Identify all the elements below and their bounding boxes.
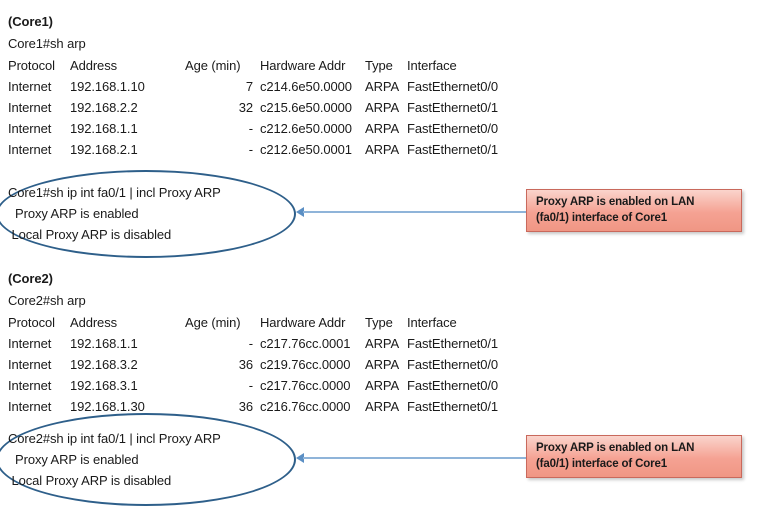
callout-line-2: (fa0/1) interface of Core1: [536, 457, 667, 470]
cell-interface: FastEthernet0/1: [407, 142, 498, 157]
cell-hardware-addr: c214.6e50.0000: [260, 79, 352, 94]
table-header-row: Protocol Address Age (min) Hardware Addr…: [8, 312, 498, 333]
cell-address: 192.168.1.30: [70, 399, 145, 414]
column-header-address: Address: [70, 315, 117, 330]
table-row: Internet 192.168.1.30 36 c216.76cc.0000 …: [8, 396, 498, 417]
cell-type: ARPA: [365, 378, 400, 393]
arrow-head-icon: [296, 207, 304, 217]
cell-address: 192.168.2.2: [70, 100, 138, 115]
cell-hardware-addr: c212.6e50.0000: [260, 121, 352, 136]
callout-arrow-core1: [296, 206, 526, 218]
column-header-interface: Interface: [407, 58, 457, 73]
callout-line-2: (fa0/1) interface of Core1: [536, 211, 667, 224]
cell-interface: FastEthernet0/1: [407, 100, 498, 115]
column-header-age: Age (min): [185, 315, 241, 330]
cell-interface: FastEthernet0/1: [407, 399, 498, 414]
cli-command-core1-proxy-arp: Core1#sh ip int fa0/1 | incl Proxy ARP: [8, 185, 221, 200]
callout-line-1: Proxy ARP is enabled on LAN: [536, 442, 695, 454]
table-row: Internet 192.168.1.1 - c217.76cc.0001 AR…: [8, 333, 498, 354]
column-header-protocol: Protocol: [8, 58, 55, 73]
cli-command-core2-proxy-arp: Core2#sh ip int fa0/1 | incl Proxy ARP: [8, 431, 221, 446]
cell-age: -: [248, 121, 253, 136]
cell-hardware-addr: c212.6e50.0001: [260, 142, 352, 157]
table-row: Internet 192.168.3.1 - c217.76cc.0000 AR…: [8, 375, 498, 396]
cli-output-core1-local-proxy-arp-disabled: Local Proxy ARP is disabled: [8, 227, 172, 242]
cell-protocol: Internet: [8, 399, 52, 414]
column-header-hardware-addr: Hardware Addr: [260, 315, 346, 330]
cell-address: 192.168.3.1: [70, 378, 138, 393]
callout-box-core2: Proxy ARP is enabled on LAN (fa0/1) inte…: [526, 435, 742, 478]
table-header-row: Protocol Address Age (min) Hardware Addr…: [8, 55, 498, 76]
cell-type: ARPA: [365, 121, 400, 136]
cell-hardware-addr: c217.76cc.0000: [260, 378, 351, 393]
cell-age: -: [248, 336, 253, 351]
cell-type: ARPA: [365, 142, 400, 157]
cell-hardware-addr: c217.76cc.0001: [260, 336, 351, 351]
cli-output-core2-proxy-arp-enabled: Proxy ARP is enabled: [8, 452, 139, 467]
cell-age: 36: [238, 399, 253, 414]
cell-interface: FastEthernet0/1: [407, 336, 498, 351]
cell-address: 192.168.1.1: [70, 336, 138, 351]
cell-type: ARPA: [365, 399, 400, 414]
cell-protocol: Internet: [8, 336, 52, 351]
table-row: Internet 192.168.1.10 7 c214.6e50.0000 A…: [8, 76, 498, 97]
arp-table-core2: Protocol Address Age (min) Hardware Addr…: [8, 312, 498, 417]
arrow-shaft: [303, 211, 526, 213]
callout-line-1: Proxy ARP is enabled on LAN: [536, 196, 695, 208]
column-header-hardware-addr: Hardware Addr: [260, 58, 346, 73]
cell-type: ARPA: [365, 357, 400, 372]
arrow-head-icon: [296, 453, 304, 463]
callout-box-core1: Proxy ARP is enabled on LAN (fa0/1) inte…: [526, 189, 742, 232]
cell-type: ARPA: [365, 336, 400, 351]
callout-arrow-core2: [296, 452, 526, 464]
section-title-core1: (Core1): [8, 14, 53, 29]
table-row: Internet 192.168.2.2 32 c215.6e50.0000 A…: [8, 97, 498, 118]
cell-protocol: Internet: [8, 79, 52, 94]
column-header-interface: Interface: [407, 315, 457, 330]
cell-age: -: [248, 378, 253, 393]
cli-output-core2-local-proxy-arp-disabled: Local Proxy ARP is disabled: [8, 473, 172, 488]
column-header-type: Type: [365, 58, 393, 73]
arp-table-core1: Protocol Address Age (min) Hardware Addr…: [8, 55, 498, 160]
arrow-shaft: [303, 457, 526, 459]
cell-interface: FastEthernet0/0: [407, 357, 498, 372]
cell-hardware-addr: c216.76cc.0000: [260, 399, 351, 414]
column-header-age: Age (min): [185, 58, 241, 73]
cell-protocol: Internet: [8, 378, 52, 393]
cell-interface: FastEthernet0/0: [407, 378, 498, 393]
cell-age: 7: [245, 79, 253, 94]
cell-address: 192.168.1.10: [70, 79, 145, 94]
cell-address: 192.168.1.1: [70, 121, 138, 136]
column-header-protocol: Protocol: [8, 315, 55, 330]
table-row: Internet 192.168.1.1 - c212.6e50.0000 AR…: [8, 118, 498, 139]
cell-age: 32: [238, 100, 253, 115]
cli-command-core2-sh-arp: Core2#sh arp: [8, 293, 86, 308]
cli-command-core1-sh-arp: Core1#sh arp: [8, 36, 86, 51]
cli-output-core1-proxy-arp-enabled: Proxy ARP is enabled: [8, 206, 139, 221]
column-header-address: Address: [70, 58, 117, 73]
cell-age: 36: [238, 357, 253, 372]
cell-protocol: Internet: [8, 142, 52, 157]
cell-hardware-addr: c219.76cc.0000: [260, 357, 351, 372]
table-row: Internet 192.168.2.1 - c212.6e50.0001 AR…: [8, 139, 498, 160]
cell-interface: FastEthernet0/0: [407, 79, 498, 94]
cell-interface: FastEthernet0/0: [407, 121, 498, 136]
column-header-type: Type: [365, 315, 393, 330]
cell-address: 192.168.3.2: [70, 357, 138, 372]
cell-type: ARPA: [365, 100, 400, 115]
cell-address: 192.168.2.1: [70, 142, 138, 157]
cell-type: ARPA: [365, 79, 400, 94]
cell-protocol: Internet: [8, 357, 52, 372]
table-row: Internet 192.168.3.2 36 c219.76cc.0000 A…: [8, 354, 498, 375]
cell-age: -: [248, 142, 253, 157]
cell-protocol: Internet: [8, 121, 52, 136]
cell-hardware-addr: c215.6e50.0000: [260, 100, 352, 115]
section-title-core2: (Core2): [8, 271, 53, 286]
cell-protocol: Internet: [8, 100, 52, 115]
